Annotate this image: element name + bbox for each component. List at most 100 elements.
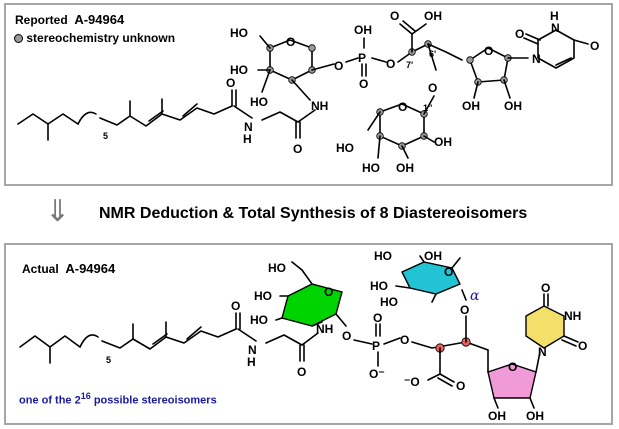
reported-oh-7: OH bbox=[434, 135, 452, 149]
reported-glyco-o bbox=[311, 63, 335, 71]
actual-uracil-co2-b bbox=[561, 339, 577, 347]
reported-c6-o bbox=[427, 43, 437, 71]
reported-ribose-oh1 bbox=[473, 81, 479, 99]
reported-uracil-c5c6 bbox=[555, 57, 572, 66]
reported-o-link-1: O bbox=[334, 59, 343, 73]
reported-oh-6: OH bbox=[396, 161, 414, 175]
reported-phosphorus: P bbox=[358, 51, 366, 65]
note-suffix: possible stereoisomers bbox=[93, 394, 217, 407]
reported-structure-panel bbox=[4, 3, 613, 186]
stereo-legend: stereochemistry unknown bbox=[14, 31, 175, 45]
reported-p-oxo: O bbox=[359, 77, 368, 91]
actual-double-bond-1 bbox=[152, 333, 168, 345]
actual-c7-c6-chain bbox=[411, 341, 489, 351]
reported-o-link-2: O bbox=[386, 57, 395, 71]
reported-label: Reported A-94964 bbox=[15, 12, 124, 27]
reported-uracil-n1: N bbox=[532, 52, 541, 66]
actual-glycosidic-bond bbox=[535, 351, 541, 373]
actual-yellow-uracil-ring bbox=[525, 305, 565, 349]
reported-oh-bond-6 bbox=[401, 145, 409, 159]
synthesis-caption: NMR Deduction & Total Synthesis of 8 Dia… bbox=[99, 205, 528, 222]
actual-nh-bond-2 bbox=[301, 332, 319, 346]
note-exponent: 16 bbox=[80, 391, 91, 401]
reported-p-oh-label: OH bbox=[354, 23, 372, 37]
reported-c5-c4 bbox=[427, 43, 463, 61]
reported-carboxyl-o: O bbox=[390, 9, 399, 23]
reported-ribose-oh-label-1: OH bbox=[462, 99, 480, 113]
actual-lipid-tail bbox=[19, 335, 81, 364]
actual-green-oh3 bbox=[275, 317, 283, 321]
reported-nh-h: H bbox=[243, 132, 252, 146]
actual-cyan-ring-o: O bbox=[444, 265, 453, 279]
reported-ribose-o: O bbox=[484, 44, 493, 58]
actual-anomeric-alpha-bond bbox=[461, 289, 467, 301]
reported-ho-4: HO bbox=[336, 141, 354, 155]
reported-uracil-h3: H bbox=[550, 9, 559, 23]
actual-chain-bracket bbox=[79, 334, 99, 348]
reported-uracil-n3: N bbox=[551, 21, 560, 35]
reported-ribose-ring bbox=[469, 47, 509, 83]
reported-subscript-5: 5 bbox=[103, 131, 108, 141]
reported-locant-6: 6' bbox=[429, 49, 436, 59]
reported-nh-2: NH bbox=[311, 99, 328, 113]
reported-uracil-co2b bbox=[523, 37, 539, 45]
reported-ho-2: HO bbox=[230, 63, 248, 77]
reported-co-b bbox=[402, 20, 416, 32]
actual-carboxylate-o: O bbox=[456, 379, 465, 393]
actual-green-ch2 bbox=[301, 269, 313, 285]
reported-carboxyl-oh: OH bbox=[424, 9, 442, 23]
actual-o-link-1: O bbox=[342, 329, 351, 343]
actual-cyan-ch2 bbox=[419, 255, 425, 263]
stereo-legend-text: stereochemistry unknown bbox=[26, 31, 176, 45]
actual-subscript-5: 5 bbox=[106, 355, 111, 365]
reported-nh-bond-2 bbox=[297, 109, 316, 123]
actual-green-ho-3: HO bbox=[250, 313, 268, 327]
actual-p-o-link bbox=[383, 337, 401, 345]
actual-co-minus bbox=[427, 373, 441, 381]
reported-ring-o-1: O bbox=[286, 35, 295, 49]
reported-ho-3: HO bbox=[250, 95, 268, 109]
reported-co-a bbox=[399, 23, 413, 35]
reported-double-bond-2 bbox=[182, 103, 198, 117]
reported-nh-attach bbox=[291, 79, 311, 101]
actual-nh-h: H bbox=[247, 355, 256, 369]
actual-ribose-o: O bbox=[508, 360, 517, 374]
actual-coo-b bbox=[437, 377, 453, 387]
actual-green-ho-2: HO bbox=[254, 289, 272, 303]
stereo-dot-icon bbox=[14, 34, 23, 44]
reported-oh-bond-3 bbox=[261, 69, 271, 93]
actual-pink-ribose-ring bbox=[487, 363, 537, 399]
actual-carboxylate-ominus: ⁻O bbox=[404, 375, 420, 389]
actual-uracil-co2-a bbox=[563, 335, 579, 343]
actual-amide-o-2: O bbox=[297, 365, 306, 379]
reported-oh-bond-5 bbox=[377, 135, 381, 159]
actual-nh-2: NH bbox=[316, 322, 333, 336]
reported-double-bond-1 bbox=[148, 110, 164, 122]
down-arrow-icon: ⇓ bbox=[45, 195, 71, 228]
reported-amide-o-1: O bbox=[226, 76, 235, 90]
reported-ho-5: HO bbox=[362, 161, 380, 175]
reported-uracil-co2 bbox=[525, 33, 541, 41]
actual-uracil-nh3: NH bbox=[564, 309, 581, 323]
reported-op-bond bbox=[345, 57, 359, 63]
reported-ho-1: HO bbox=[230, 26, 248, 40]
actual-cyan-ho-3: HO bbox=[380, 295, 398, 309]
actual-label: Actual A-94964 bbox=[22, 261, 115, 276]
actual-amide-bond bbox=[237, 328, 257, 342]
actual-o-link-2: O bbox=[400, 333, 409, 347]
reported-oh-bond-7 bbox=[423, 135, 435, 143]
reported-amide-bond bbox=[233, 105, 253, 119]
actual-ribose-oh-1: OH bbox=[488, 409, 506, 423]
actual-dienamide bbox=[101, 321, 237, 350]
actual-phosphorus: P bbox=[372, 339, 380, 353]
reported-chain-bracket bbox=[77, 111, 97, 125]
actual-nh-n: N bbox=[248, 343, 257, 357]
actual-green-anomeric bbox=[335, 313, 347, 327]
reported-c-oh bbox=[411, 23, 427, 35]
reported-lipid-tail bbox=[17, 113, 79, 141]
actual-green-ch2b bbox=[291, 261, 303, 271]
actual-p-oxo: O bbox=[373, 311, 382, 325]
actual-o-link-3: O bbox=[460, 303, 469, 317]
